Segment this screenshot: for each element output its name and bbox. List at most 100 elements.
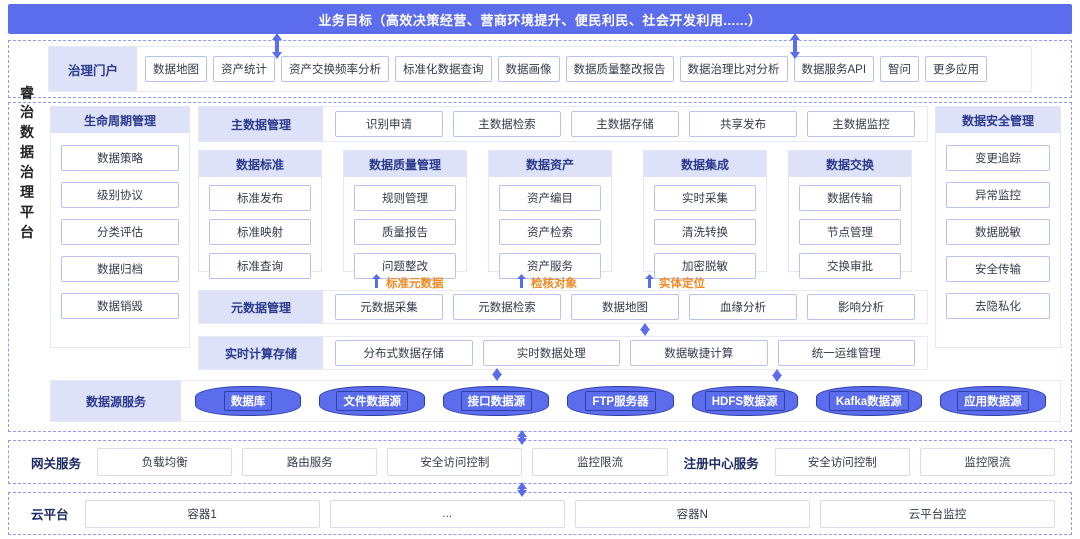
portal-app[interactable]: 资产统计 [213, 56, 275, 82]
portal-title: 治理门户 [49, 47, 137, 91]
metadata-item[interactable]: 元数据采集 [335, 294, 443, 320]
security-item[interactable]: 变更追踪 [946, 145, 1050, 171]
capability-item[interactable]: 标准发布 [209, 185, 311, 211]
portal-app[interactable]: 数据治理比对分析 [679, 56, 788, 82]
capability-item[interactable]: 交换审批 [799, 253, 901, 279]
realtime-item[interactable]: 实时数据处理 [482, 340, 620, 366]
annotation-entity-location: 实体定位 [645, 274, 705, 291]
gateway-item[interactable]: 路由服务 [242, 448, 378, 476]
capability-title: 数据资产 [489, 151, 611, 177]
datasource-cylinder[interactable]: 应用数据源 [939, 386, 1046, 416]
capability-item[interactable]: 实时采集 [654, 185, 756, 211]
master-data-item[interactable]: 主数据存储 [571, 111, 679, 137]
datasource-cylinder[interactable]: Kafka数据源 [815, 386, 922, 416]
capability-items: 资产编目 资产检索 资产服务 [489, 177, 611, 287]
capability-item[interactable]: 标准查询 [209, 253, 311, 279]
master-data-item[interactable]: 主数据检索 [453, 111, 561, 137]
realtime-item[interactable]: 统一运维管理 [777, 340, 915, 366]
cloud-section: 云平台 容器1 ... 容器N 云平台监控 [8, 492, 1072, 535]
metadata-item[interactable]: 血缘分析 [689, 294, 797, 320]
cloud-item[interactable]: 容器N [574, 499, 810, 528]
capability-item[interactable]: 资产检索 [499, 219, 601, 245]
portal-app-list: 数据地图 资产统计 资产交换频率分析 标准化数据查询 数据画像 数据质量整改报告… [137, 47, 1031, 91]
capability-item[interactable]: 清洗转换 [654, 219, 756, 245]
brand-char: 平 [20, 203, 34, 220]
datasource-cylinder[interactable]: FTP服务器 [567, 386, 674, 416]
portal-app[interactable]: 更多应用 [925, 56, 988, 82]
capability-item[interactable]: 质量报告 [354, 219, 456, 245]
lifecycle-item[interactable]: 分类评估 [61, 219, 179, 245]
datasource-cylinder[interactable]: 接口数据源 [443, 386, 550, 416]
realtime-item[interactable]: 数据敏捷计算 [630, 340, 768, 366]
metadata-items: 元数据采集 元数据检索 数据地图 血缘分析 影响分析 [323, 291, 927, 323]
annotation-label: 标准元数据 [386, 277, 444, 290]
brand-char: 治 [20, 104, 34, 121]
capability-item[interactable]: 数据传输 [799, 185, 901, 211]
datasource-cylinder[interactable]: HDFS数据源 [691, 386, 798, 416]
portal-app[interactable]: 数据服务API [793, 56, 875, 82]
realtime-item[interactable]: 分布式数据存储 [335, 340, 473, 366]
portal-app[interactable]: 数据画像 [497, 56, 560, 82]
annotation-label: 检核对象 [531, 277, 577, 290]
brand-char: 据 [20, 144, 34, 161]
portal-app[interactable]: 数据质量整改报告 [565, 56, 674, 82]
annotation-standard-metadata: 标准元数据 [372, 274, 444, 291]
master-data-item[interactable]: 主数据监控 [807, 111, 915, 137]
cloud-title: 云平台 [31, 508, 69, 522]
lifecycle-item[interactable]: 数据策略 [61, 145, 179, 171]
security-item[interactable]: 去隐私化 [946, 293, 1050, 319]
gateway-item[interactable]: 安全访问控制 [387, 448, 523, 476]
capability-item[interactable]: 资产服务 [499, 253, 601, 279]
capability-item[interactable]: 节点管理 [799, 219, 901, 245]
gateway-item[interactable]: 负载均衡 [97, 448, 233, 476]
capability-item[interactable]: 标准映射 [209, 219, 311, 245]
metadata-item[interactable]: 数据地图 [571, 294, 679, 320]
brand-char: 理 [20, 183, 34, 200]
capability-item[interactable]: 问题整改 [354, 253, 456, 279]
metadata-item[interactable]: 元数据检索 [453, 294, 561, 320]
security-item[interactable]: 数据脱敏 [946, 219, 1050, 245]
lifecycle-item[interactable]: 数据销毁 [61, 293, 179, 319]
lifecycle-item[interactable]: 数据归档 [61, 256, 179, 282]
metadata-item[interactable]: 影响分析 [807, 294, 915, 320]
datasource-label: 文件数据源 [336, 391, 408, 411]
cloud-item[interactable]: 容器1 [84, 499, 320, 528]
capability-title: 数据质量管理 [344, 151, 466, 177]
portal-app[interactable]: 资产交换频率分析 [281, 56, 389, 82]
datasource-cylinder[interactable]: 数据库 [195, 386, 302, 416]
security-item[interactable]: 安全传输 [946, 256, 1050, 282]
capability-item[interactable]: 加密脱敏 [654, 253, 756, 279]
master-data-item[interactable]: 识别申请 [335, 111, 443, 137]
cloud-item[interactable]: 云平台监控 [819, 499, 1056, 528]
up-arrow-icon [517, 274, 526, 291]
master-data-item[interactable]: 共享发布 [689, 111, 797, 137]
security-item[interactable]: 异常监控 [946, 182, 1050, 208]
capability-card-data-exchange: 数据交换 数据传输 节点管理 交换审批 [788, 150, 912, 279]
capability-item[interactable]: 资产编目 [499, 185, 601, 211]
brand-char: 睿 [20, 84, 34, 101]
capability-card-data-integration: 数据集成 实时采集 清洗转换 加密脱敏 [643, 150, 767, 279]
master-data-title: 主数据管理 [199, 107, 323, 141]
datasource-label: 应用数据源 [957, 391, 1029, 411]
portal-app[interactable]: 智问 [880, 56, 920, 82]
capability-item[interactable]: 规则管理 [354, 185, 456, 211]
portal-app[interactable]: 标准化数据查询 [395, 56, 492, 82]
capability-items: 数据传输 节点管理 交换审批 [789, 177, 911, 287]
up-arrow-icon [372, 274, 381, 291]
capability-items: 实时采集 清洗转换 加密脱敏 [644, 177, 766, 287]
lifecycle-item[interactable]: 级别协议 [61, 182, 179, 208]
platform-brand-vertical: 睿 治 数 据 治 理 平 台 [14, 8, 40, 318]
brand-char: 数 [20, 124, 34, 141]
metadata-band: 元数据管理 元数据采集 元数据检索 数据地图 血缘分析 影响分析 [198, 290, 928, 324]
registry-item[interactable]: 监控限流 [919, 448, 1055, 476]
gateway-item[interactable]: 监控限流 [532, 448, 668, 476]
realtime-band: 实时计算存储 分布式数据存储 实时数据处理 数据敏捷计算 统一运维管理 [198, 336, 928, 370]
capability-title: 数据集成 [644, 151, 766, 177]
datasource-cylinder[interactable]: 文件数据源 [319, 386, 426, 416]
cloud-item[interactable]: ... [329, 499, 565, 528]
portal-app[interactable]: 数据地图 [145, 56, 207, 82]
gateway-title: 网关服务 [31, 456, 82, 471]
registry-item[interactable]: 安全访问控制 [774, 448, 910, 476]
capability-items: 标准发布 标准映射 标准查询 [199, 177, 321, 287]
